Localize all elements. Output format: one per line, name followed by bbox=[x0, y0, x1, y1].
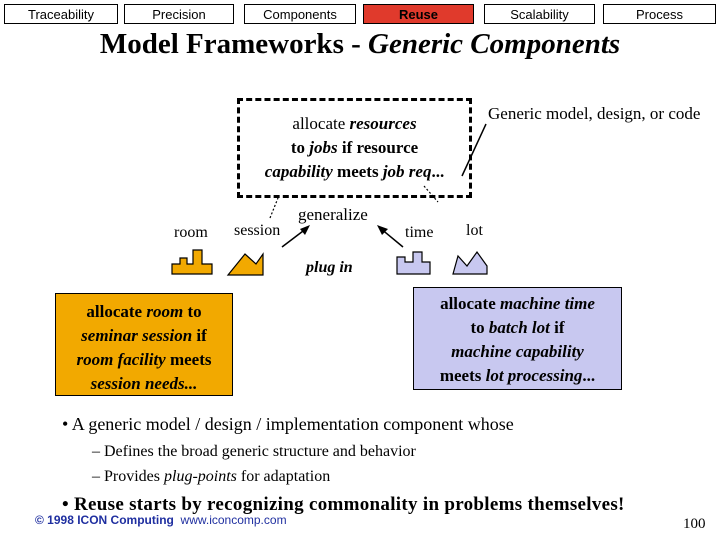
tab-process[interactable]: Process bbox=[603, 4, 716, 24]
generic-component-box bbox=[237, 98, 472, 198]
generic-component-text: allocate resources to jobs if resource c… bbox=[264, 114, 445, 181]
tab-precision[interactable]: Precision bbox=[124, 4, 234, 24]
room-shape-icon bbox=[171, 249, 213, 275]
tab-components[interactable]: Components bbox=[244, 4, 356, 24]
time-shape-icon bbox=[396, 251, 431, 275]
title-main: Model Frameworks - bbox=[99, 28, 369, 60]
lot-shape-icon bbox=[452, 250, 488, 275]
session-label: session bbox=[234, 222, 281, 239]
tab-scalability[interactable]: Scalability bbox=[484, 4, 595, 24]
tab-bar: Traceability Precision Components Reuse … bbox=[0, 0, 720, 28]
room-label: room bbox=[174, 224, 208, 241]
bullet-main: • A generic model / design / implementat… bbox=[62, 414, 514, 434]
page-number: 100 bbox=[683, 516, 706, 532]
footer-url[interactable]: www.iconcomp.com bbox=[180, 513, 287, 527]
bullet-sub-2: – Provides plug-points for adaptation bbox=[92, 468, 331, 485]
bullet-bold: • Reuse starts by recognizing commonalit… bbox=[62, 494, 625, 515]
page-title: Model Frameworks - Generic Components bbox=[0, 28, 720, 61]
generalize-label: generalize bbox=[298, 205, 368, 224]
tab-traceability[interactable]: Traceability bbox=[4, 4, 118, 24]
time-label: time bbox=[405, 224, 434, 241]
machine-allocation-box: allocate machine time to batch lot if ma… bbox=[413, 287, 622, 390]
generic-label: Generic model, design, or code bbox=[488, 104, 701, 123]
arrow-icon bbox=[281, 225, 310, 248]
session-shape-icon bbox=[226, 252, 264, 276]
bullet-sub-1: – Defines the broad generic structure an… bbox=[92, 443, 416, 460]
tab-reuse[interactable]: Reuse bbox=[363, 4, 474, 24]
room-allocation-box: allocate room to seminar session if room… bbox=[55, 293, 233, 396]
plug-in-label: plug in bbox=[306, 259, 353, 276]
leader-line bbox=[461, 123, 487, 177]
arrow-icon bbox=[377, 225, 404, 248]
lot-label: lot bbox=[466, 222, 483, 239]
copyright: © 1998 ICON Computing www.iconcomp.com bbox=[35, 513, 287, 527]
title-italic: Generic Components bbox=[368, 28, 621, 60]
